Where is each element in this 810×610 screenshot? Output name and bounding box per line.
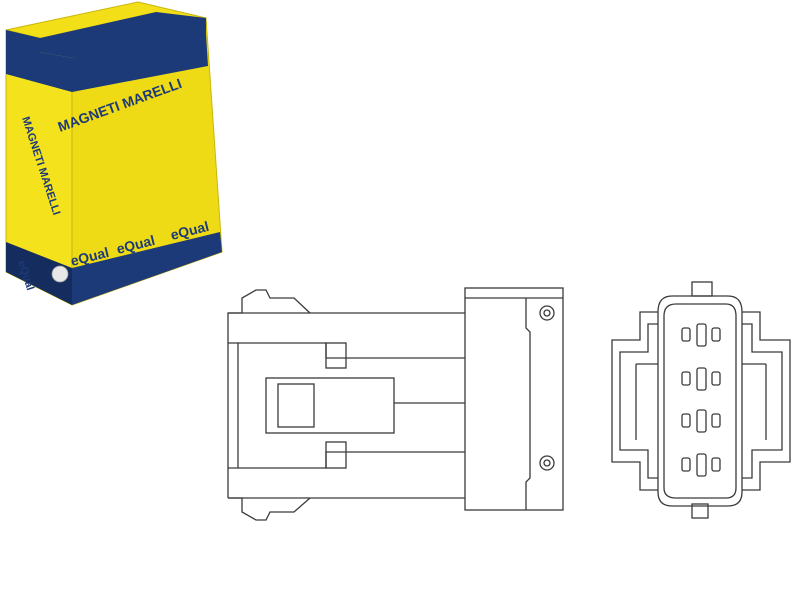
pin-cavities bbox=[681, 323, 721, 477]
product-box: MAGNETI MARELLI MAGNETI MARELLI eQual eQ… bbox=[5, 1, 223, 306]
inner-upper-profile bbox=[238, 342, 465, 359]
latch-top-outline bbox=[227, 289, 311, 498]
front-housing-inner bbox=[663, 303, 737, 499]
left-clip-inner bbox=[619, 323, 658, 479]
central-latch bbox=[265, 377, 395, 434]
top-nub bbox=[691, 281, 713, 297]
pin-cavity bbox=[696, 453, 707, 477]
screw-bottom-icon bbox=[539, 455, 555, 471]
right-block bbox=[464, 287, 564, 511]
latch-bottom-outline bbox=[228, 497, 311, 521]
right-clip-outer bbox=[742, 311, 791, 491]
box-navy-band-bottom-right bbox=[72, 232, 222, 305]
inner-left-step bbox=[228, 342, 239, 469]
upper-tab bbox=[325, 342, 347, 369]
pin-cavity bbox=[681, 413, 691, 428]
pin-cavity bbox=[711, 327, 721, 342]
emblem-icon bbox=[51, 265, 69, 283]
connector-front-view bbox=[611, 281, 791, 519]
left-clip-outer bbox=[611, 311, 658, 491]
screw-bottom-inner bbox=[543, 459, 551, 467]
lower-tab bbox=[325, 441, 347, 469]
pin-cavity bbox=[696, 323, 707, 347]
inner-lower-profile bbox=[238, 451, 465, 469]
connector-side-view bbox=[227, 287, 564, 521]
pin-cavity bbox=[711, 457, 721, 472]
right-block-step bbox=[525, 298, 531, 510]
pin-cavity bbox=[681, 371, 691, 386]
box-navy-band-bottom-left bbox=[6, 242, 72, 305]
right-clip-inner bbox=[742, 323, 783, 479]
pin-cavity bbox=[711, 413, 721, 428]
pin-cavity bbox=[711, 371, 721, 386]
bottom-nub bbox=[691, 503, 709, 519]
box-navy-band-top-right bbox=[72, 34, 208, 92]
front-housing-outer bbox=[657, 295, 743, 507]
central-latch-inner bbox=[277, 383, 315, 428]
box-navy-band-top bbox=[40, 12, 206, 58]
screw-top-icon bbox=[539, 305, 555, 321]
pin-cavity bbox=[696, 409, 707, 433]
box-navy-band-top-left bbox=[6, 30, 72, 92]
screw-top-inner bbox=[543, 309, 551, 317]
pin-cavity bbox=[681, 327, 691, 342]
pin-cavity bbox=[696, 367, 707, 391]
pin-cavity bbox=[681, 457, 691, 472]
